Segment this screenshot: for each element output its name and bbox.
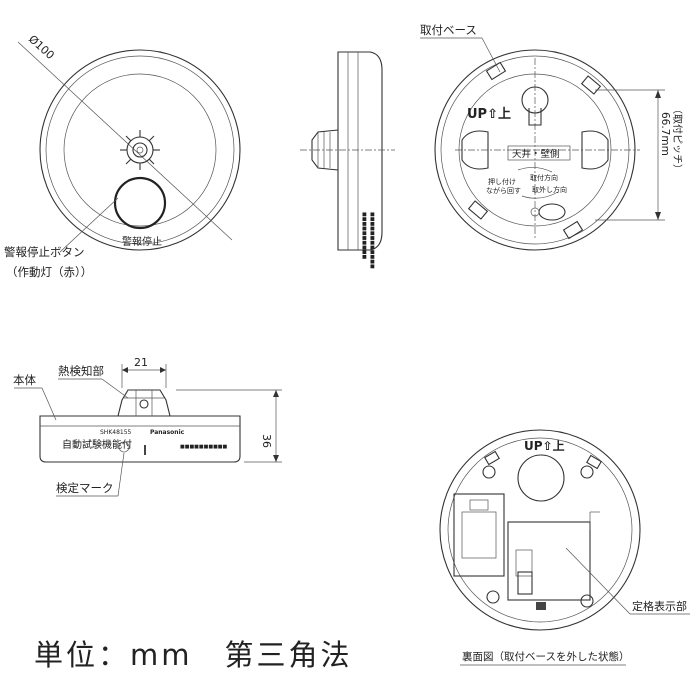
- alarm-stop-button: [113, 176, 167, 230]
- front-face-circle: [63, 73, 217, 227]
- pitch-dimension: 66.7mm: [659, 112, 671, 156]
- rating-label: 定格表示部: [632, 599, 687, 613]
- svg-text:■■■■■■■■■■: ■■■■■■■■■■: [180, 444, 228, 450]
- test-mark-label: 検定マーク: [56, 481, 114, 495]
- base-up-mark: UP⇧上: [467, 107, 511, 122]
- main-body-label: 本体: [13, 373, 36, 387]
- screw-top-left: [482, 465, 496, 479]
- rating-display-area: [507, 521, 591, 601]
- height-dimension: 36: [260, 434, 273, 448]
- back-view: UP⇧上 定格表示部 裏面図（取付ベースを外した状態）: [439, 429, 690, 666]
- side-heat-sensor: [311, 129, 339, 171]
- pitch-label: （取付ピッチ）: [671, 104, 684, 174]
- diameter-label: Ø100: [26, 33, 57, 63]
- elevation-lettering: 自動試験機能付: [62, 438, 132, 451]
- stop-button-label-sub: （作動灯（赤））: [6, 265, 92, 279]
- clip-bottom-right: [562, 220, 584, 240]
- clip-top-left: [485, 61, 507, 81]
- clip-bottom-left: [467, 200, 489, 220]
- remove-direction-label: 取外し方向: [532, 185, 567, 194]
- side-elevation-view: 21 36 SHK48155 Panasonic 自動試験機能付 ■■■■■■■…: [13, 356, 282, 497]
- slot-right: [581, 130, 609, 170]
- back-view-caption: 裏面図（取付ベースを外した状態）: [462, 650, 629, 663]
- stop-text-on-body: 警報停止: [122, 235, 162, 248]
- back-outer-circle: [439, 429, 641, 631]
- slot-left: [461, 130, 489, 170]
- side-body-outline: [337, 51, 383, 251]
- front-outer-circle: [39, 49, 241, 251]
- clip-top-right: [580, 75, 602, 95]
- heat-sensor-top: [120, 130, 160, 170]
- screw-top-right: [580, 465, 594, 479]
- push-rotate-label: 押し付け: [488, 177, 516, 186]
- keyhole-top: [521, 86, 549, 114]
- unit-note: 単位：mm 第三角法: [34, 638, 353, 672]
- install-direction-label: 取付方向: [530, 173, 558, 182]
- keyhole-bottom: [538, 203, 566, 221]
- elevation-model: SHK48155: [100, 429, 132, 436]
- stop-button-leader: [59, 197, 119, 253]
- mount-base-view: UP⇧上 天井・壁側 取付方向 取外し方向 押し付け ながら回す 取付ベース 6…: [420, 23, 684, 251]
- back-up-mark: UP⇧上: [524, 438, 565, 453]
- svg-text:■■■■■■■■■■: ■■■■■■■■■■: [361, 212, 367, 260]
- side-view: ■■■■■■■■■■ ■■■■■■■■■■■■: [300, 51, 395, 269]
- heat-detector-label: 熱検知部: [58, 364, 104, 378]
- mount-base-label: 取付ベース: [420, 23, 477, 37]
- test-mark-circle: [118, 441, 130, 453]
- elevation-brand: Panasonic: [150, 429, 185, 436]
- front-inner-circle: [45, 55, 235, 245]
- connector: [517, 571, 533, 595]
- back-center-hole: [517, 454, 565, 502]
- ceiling-wall-box: [507, 145, 571, 161]
- elevation-heat-detector: [117, 389, 171, 417]
- push-rotate-label-2: ながら回す: [486, 186, 521, 195]
- front-view: Ø100 警報停止 警報停止ボタン （作動灯（赤））: [4, 33, 241, 279]
- width-dimension: 21: [134, 356, 148, 369]
- stop-button-label: 警報停止ボタン: [4, 245, 85, 259]
- elevation-body-outline: [39, 415, 241, 463]
- svg-text:■■■■■■■■■■■■: ■■■■■■■■■■■■: [369, 212, 375, 269]
- diameter-leader-line: [17, 41, 233, 241]
- screw-bottom-right: [580, 594, 594, 608]
- ceiling-wall-label: 天井・壁側: [512, 148, 560, 160]
- screw-bottom-left: [486, 590, 500, 604]
- battery-compartment: [453, 493, 505, 577]
